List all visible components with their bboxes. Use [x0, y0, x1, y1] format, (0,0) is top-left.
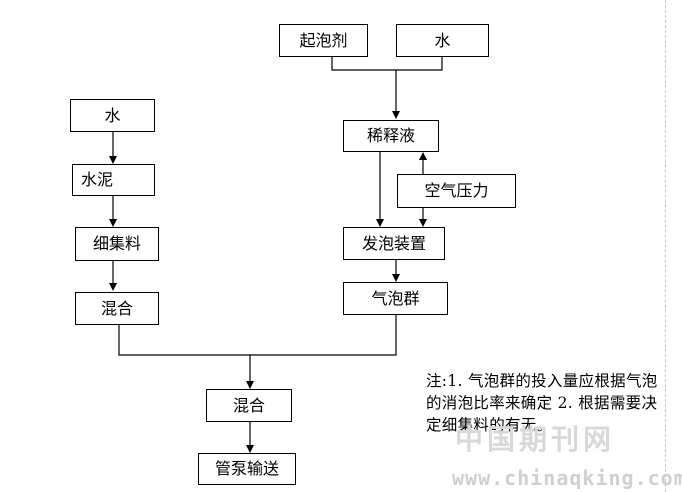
node-water-left: 水	[70, 99, 155, 132]
line-mix-left-down	[118, 324, 250, 356]
line-bubbles-down	[250, 314, 397, 356]
node-mix-bottom: 混合	[206, 389, 292, 422]
node-foaming-agent: 起泡剂	[279, 24, 368, 57]
page-edge-line	[665, 0, 666, 492]
watermark-url: www.chinaqking.com	[452, 466, 682, 490]
node-cement: 水泥	[72, 164, 155, 196]
node-pump: 管泵输送	[198, 453, 296, 485]
node-foaming-device: 发泡装置	[343, 227, 445, 260]
watermark-cn: 中国期刊网	[455, 423, 616, 456]
footnote: 注:1. 气泡群的投入量应根据气泡的消泡比率来确定 2. 根据需要决定细集料的有…	[426, 372, 658, 434]
node-dilution: 稀释液	[343, 120, 439, 152]
line-foaming-agent-merge	[331, 56, 396, 71]
node-fine-aggregate: 细集料	[75, 227, 159, 261]
line-water-top-merge	[396, 56, 443, 71]
node-mix-left: 混合	[75, 292, 159, 325]
node-air-pressure: 空气压力	[397, 174, 516, 208]
node-bubble-group: 气泡群	[343, 282, 448, 315]
node-water-top: 水	[396, 24, 489, 57]
